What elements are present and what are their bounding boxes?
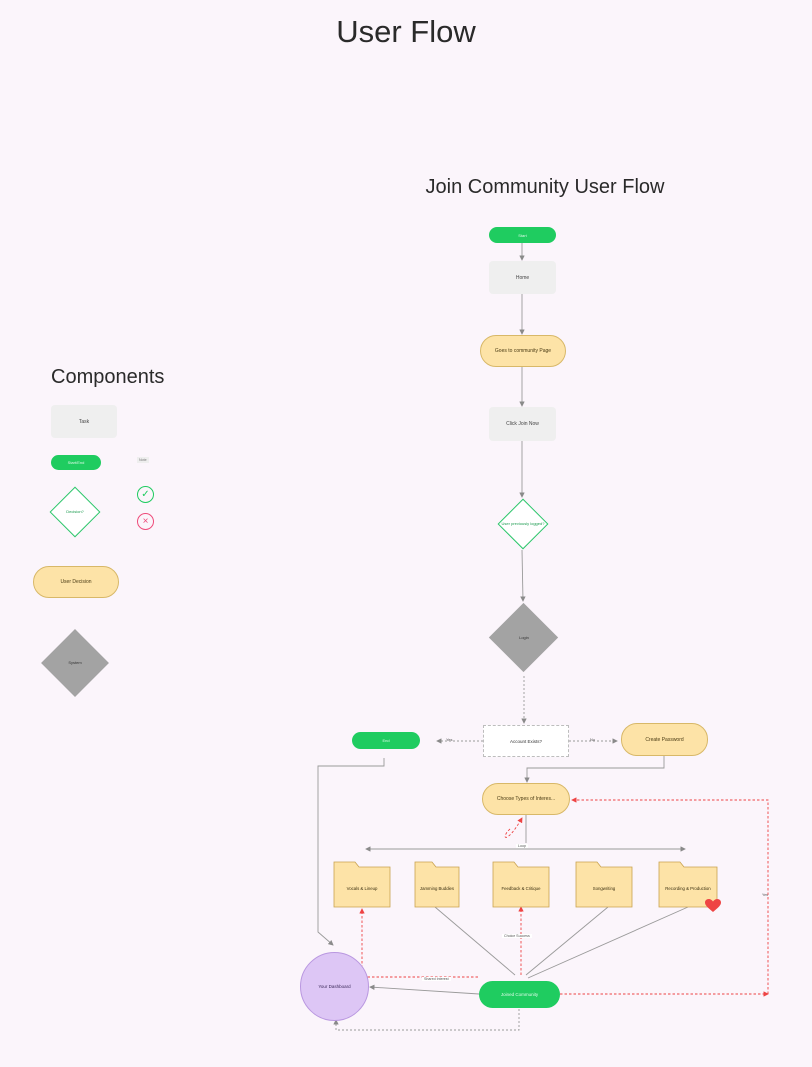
create-password-step[interactable]: Create Password xyxy=(621,723,708,756)
choose-types-step[interactable]: Choose Types of Interes... xyxy=(482,783,570,815)
shared-label: Shared Interest xyxy=(422,977,451,981)
success-label: Choice Success xyxy=(502,934,532,938)
community-page-step[interactable]: Goes to community Page xyxy=(480,335,566,367)
no-label: No xyxy=(590,737,596,742)
component-diamond-label: Decision? xyxy=(66,508,84,514)
cross-circle-icon: × xyxy=(137,513,154,530)
folder-icon xyxy=(333,861,391,908)
folder-label-2[interactable]: Jamming Buddies xyxy=(419,886,455,892)
folder-label-5[interactable]: Recording & Production xyxy=(665,886,711,892)
flow-title: Join Community User Flow xyxy=(425,176,665,198)
account-check[interactable]: Account Exists? xyxy=(483,725,569,757)
end-node[interactable]: End xyxy=(352,732,420,749)
start-node[interactable]: Start xyxy=(489,227,556,243)
yes-label: Yes xyxy=(446,737,453,742)
folder-label-3[interactable]: Feedback & Critique xyxy=(501,886,541,892)
folder-label-4[interactable]: Songwriting xyxy=(592,886,616,892)
side-yes-label: Yes xyxy=(762,893,768,897)
component-process: Task xyxy=(51,405,117,438)
logged-decision-label: User previously logged? xyxy=(501,520,545,526)
component-gray-diamond-label: System xyxy=(68,659,82,665)
component-pill: Start/End xyxy=(51,455,101,470)
folder-icon xyxy=(658,861,718,908)
component-note: Note xyxy=(137,457,149,463)
folder-icon xyxy=(575,861,633,908)
home-step[interactable]: Home xyxy=(489,261,556,294)
check-circle-icon: ✓ xyxy=(137,486,154,503)
join-step[interactable]: Click Join Now xyxy=(489,407,556,441)
components-title: Components xyxy=(51,366,165,388)
page-title: User Flow xyxy=(336,14,476,49)
heart-icon xyxy=(705,899,721,912)
loop-label: Loop xyxy=(516,844,528,848)
folder-icon xyxy=(492,861,550,908)
component-decision-pill: User Decision xyxy=(33,566,119,598)
login-label: Login xyxy=(519,634,529,640)
dashboard-node[interactable]: Your Dashboard xyxy=(300,952,369,1021)
joined-community-button[interactable]: Joined Community xyxy=(479,981,560,1008)
folder-icon xyxy=(414,861,460,908)
folder-label-1[interactable]: Vocals & Lineup xyxy=(346,886,378,892)
